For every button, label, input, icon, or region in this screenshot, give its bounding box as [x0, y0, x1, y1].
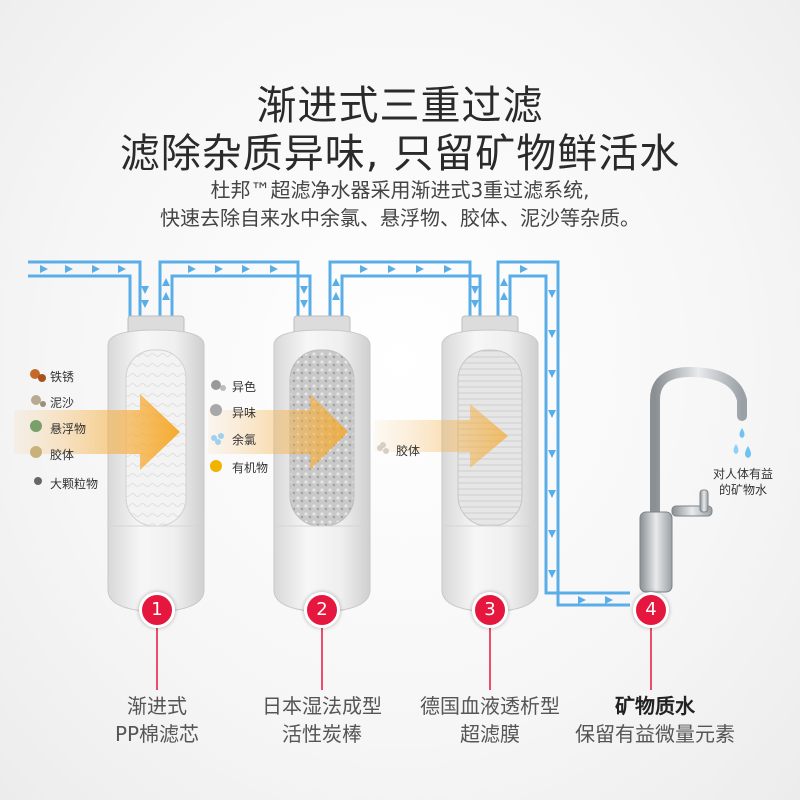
headline-title: 渐进式三重过滤	[256, 83, 544, 129]
step-badge-2: 2	[304, 592, 340, 628]
impurity-label: 胶体	[50, 448, 75, 462]
impurity-label: 悬浮物	[50, 422, 87, 436]
impurity-label: 余氯	[232, 433, 257, 447]
step-caption-4: 矿物质水保留有益微量元素	[575, 694, 735, 746]
faucet	[639, 366, 751, 593]
callout-lines	[156, 625, 652, 690]
step-caption-3: 德国血液透析型超滤膜	[420, 694, 560, 746]
impurity-label: 胶体	[396, 444, 421, 458]
step-badge-3: 3	[472, 592, 508, 628]
description-line-2: 快速去除自来水中余氯、悬浮物、胶体、泥沙等杂质。	[160, 206, 640, 230]
impurity-icons	[30, 369, 389, 485]
description-line-1: 杜邦™超滤净水器采用渐进式3重过滤系统,	[210, 178, 590, 202]
impurity-label: 异味	[232, 406, 257, 420]
impurity-label: 泥沙	[50, 396, 75, 410]
impurity-label: 大颗粒物	[50, 477, 99, 491]
flow-arrow-orange-1	[14, 394, 180, 470]
step-badge-4: 4	[633, 592, 669, 628]
flow-arrows	[40, 265, 613, 604]
flow-arrow-orange-2	[208, 394, 348, 470]
flow-arrow-orange-3	[374, 404, 508, 468]
filter-cartridge-1	[107, 315, 205, 613]
impurity-label: 有机物	[232, 461, 269, 475]
impurity-label: 铁锈	[50, 370, 75, 384]
filter-cartridge-3	[441, 315, 539, 613]
filter-cartridge-2	[273, 315, 371, 613]
step-caption-2: 日本湿法成型活性炭棒	[262, 694, 382, 746]
impurity-label: 异色	[232, 380, 257, 394]
headline-subtitle: 滤除杂质异味, 只留矿物鲜活水	[119, 131, 681, 177]
outlet-note: 对人体有益 的矿物水	[712, 467, 773, 497]
step-badge-1: 1	[139, 592, 175, 628]
